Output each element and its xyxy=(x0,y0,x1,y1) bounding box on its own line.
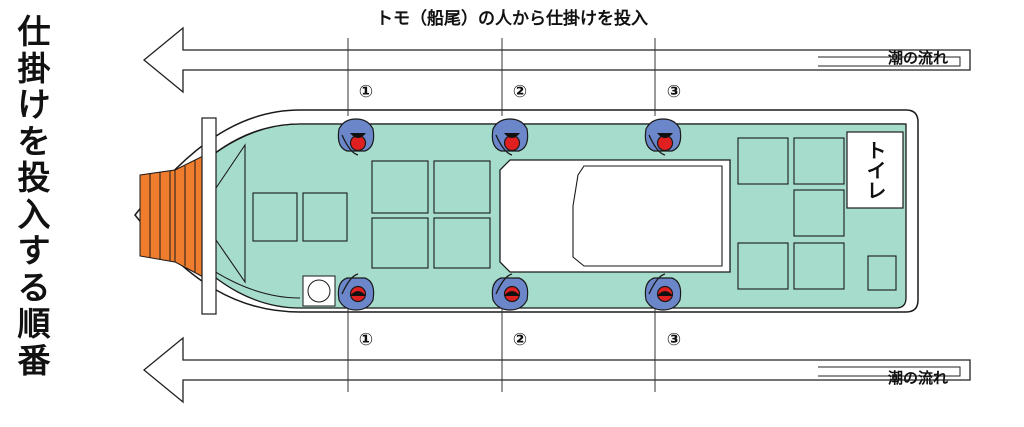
position-lines xyxy=(347,38,656,392)
angler-top-2 xyxy=(491,118,529,156)
angler-top-1 xyxy=(337,118,375,156)
toilet-room: トイレ xyxy=(846,131,904,209)
current-arrow-bottom xyxy=(142,336,971,404)
anglers xyxy=(337,118,682,311)
current-label-bottom: 潮の流れ xyxy=(888,369,948,387)
position-number-bottom-1: ① xyxy=(359,330,373,350)
angler-bottom-1 xyxy=(337,273,375,311)
angler-bottom-3 xyxy=(644,273,682,311)
cabin xyxy=(499,159,731,273)
top-caption: トモ（船尾）の人から仕掛けを投入 xyxy=(376,8,648,29)
position-number-bottom-2: ② xyxy=(513,330,527,350)
position-number-top-3: ③ xyxy=(667,82,681,102)
angler-bottom-2 xyxy=(491,273,529,311)
current-arrow-top xyxy=(142,26,971,94)
position-number-top-1: ① xyxy=(359,82,373,102)
position-number-bottom-3: ③ xyxy=(667,330,681,350)
deck-boxes xyxy=(252,137,897,291)
toilet-label: トイレ xyxy=(863,140,887,200)
bow-ramp xyxy=(139,117,246,315)
round-hatch xyxy=(302,275,336,307)
angler-top-3 xyxy=(644,118,682,156)
current-label-top: 潮の流れ xyxy=(888,49,948,67)
side-title: 仕掛けを投入する順番 xyxy=(17,12,51,380)
position-number-top-2: ② xyxy=(513,82,527,102)
